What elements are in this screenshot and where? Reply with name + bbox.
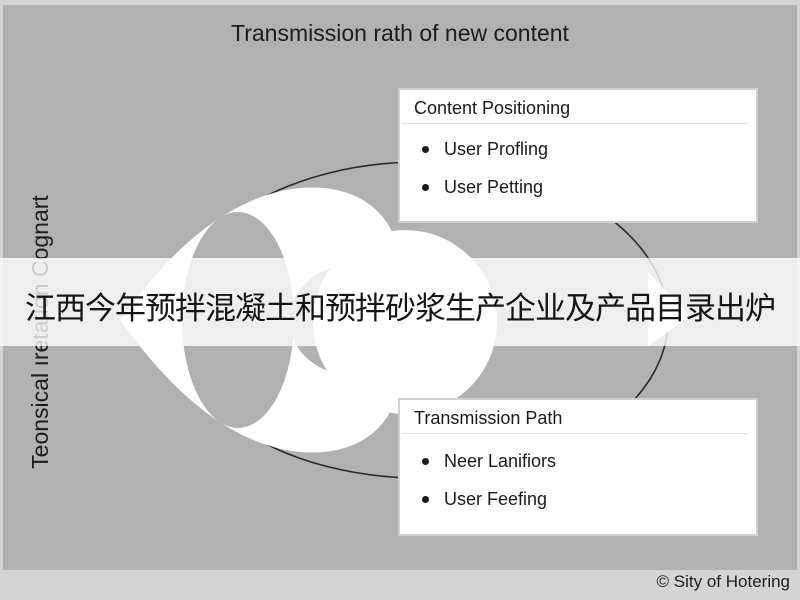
copyright-text: © Sity of Hotering xyxy=(656,572,790,591)
diagram-title: Transmission rath of new content xyxy=(231,20,569,46)
box-item-list: Neer Lanifiors User Feefing xyxy=(400,434,756,518)
transmission-path-box: Transmission Path Neer Lanifiors User Fe… xyxy=(398,398,758,536)
list-item-label: User Profling xyxy=(444,139,549,159)
box-item-list: User Profling User Petting xyxy=(400,124,756,206)
list-item-label: User Feefing xyxy=(444,489,548,509)
content-positioning-box: Content Positioning User Profling User P… xyxy=(398,88,758,223)
box-title: Transmission Path xyxy=(402,400,748,434)
bullet-icon xyxy=(422,146,429,153)
banner-headline[interactable]: 江西今年预拌混凝土和预拌砂浆生产企业及产品目录出炉 xyxy=(25,291,776,327)
bullet-icon xyxy=(422,184,429,191)
list-item: User Profling xyxy=(400,130,756,168)
bullet-icon xyxy=(422,496,429,503)
watermark-text: sh...com xyxy=(385,301,435,316)
box-title: Content Positioning xyxy=(402,90,748,124)
list-item: User Petting xyxy=(400,168,756,206)
overlay-banner xyxy=(0,258,800,346)
list-item-label: User Petting xyxy=(444,177,544,197)
list-item-label: Neer Lanifiors xyxy=(444,451,557,471)
bullet-icon xyxy=(422,458,429,465)
list-item: Neer Lanifiors xyxy=(400,442,756,480)
list-item: User Feefing xyxy=(400,480,756,518)
